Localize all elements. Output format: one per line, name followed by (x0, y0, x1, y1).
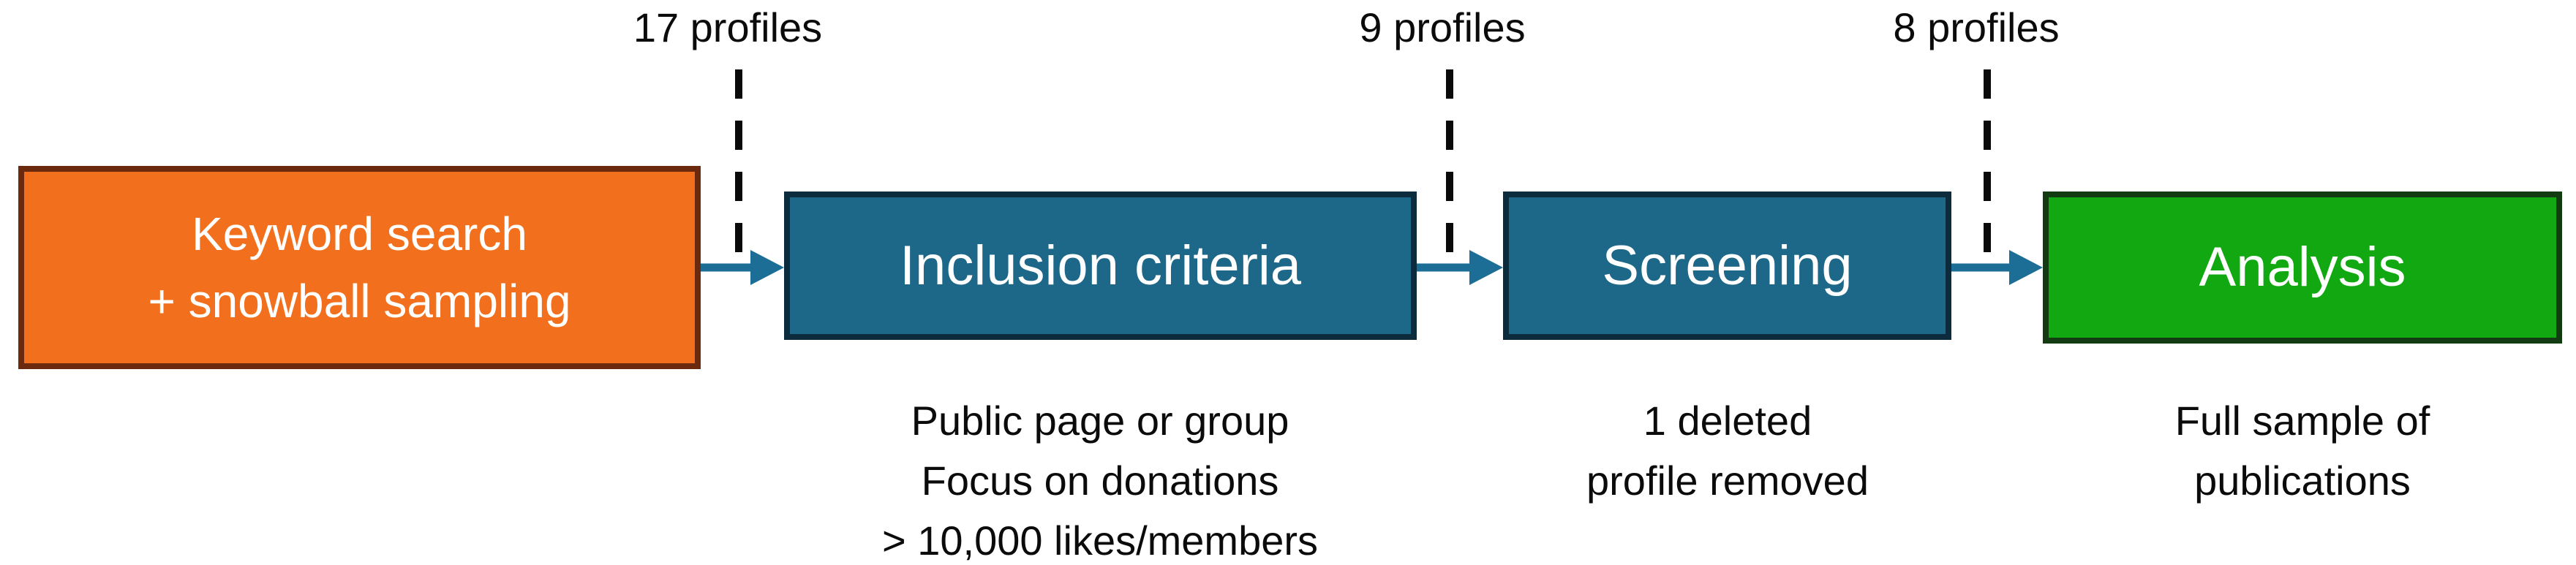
caption-inclusion-criteria: Public page or group Focus on donations … (734, 391, 1466, 565)
stage-label-line: Inclusion criteria (899, 234, 1302, 297)
stage-label-line: Screening (1602, 234, 1853, 297)
arrow-3-head (2009, 250, 2043, 285)
caption-line: Public page or group (911, 398, 1289, 444)
caption-analysis: Full sample of publications (1937, 391, 2576, 511)
stage-label-line: Analysis (2199, 236, 2406, 298)
stage-box-analysis: Analysis (2043, 192, 2562, 344)
caption-line: Focus on donations (921, 458, 1279, 504)
arrow-1-head (750, 250, 784, 285)
stage-box-inclusion-criteria: Inclusion criteria (784, 192, 1417, 340)
arrow-2-head (1469, 250, 1503, 285)
count-label-8-profiles: 8 profiles (1893, 4, 2060, 50)
caption-line: > 10,000 likes/members (881, 517, 1319, 564)
stage-box-screening: Screening (1503, 192, 1951, 340)
count-label-9-profiles: 9 profiles (1359, 4, 1526, 50)
stage-box-keyword-search: Keyword search + snowball sampling (18, 166, 701, 369)
caption-line: 1 deleted (1643, 398, 1812, 444)
count-label-17-profiles: 17 profiles (633, 4, 823, 50)
caption-line: Full sample of (2174, 398, 2430, 444)
stage-label-line: + snowball sampling (148, 275, 571, 327)
caption-screening: 1 deleted profile removed (1362, 391, 2093, 511)
caption-line: profile removed (1586, 458, 1869, 504)
stage-label-line: Keyword search (192, 208, 527, 260)
caption-line: publications (2194, 458, 2411, 504)
